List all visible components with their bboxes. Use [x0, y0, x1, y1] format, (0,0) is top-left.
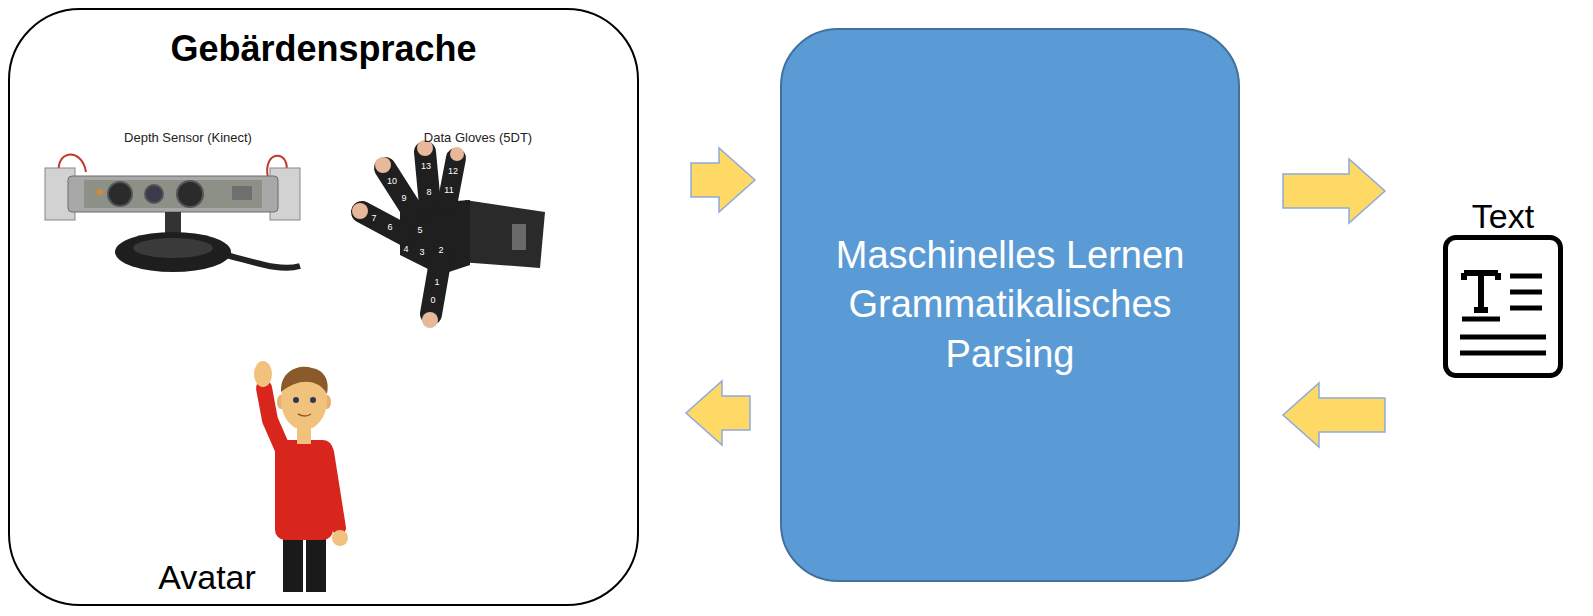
fingertip	[450, 147, 464, 161]
block-arrow	[1283, 383, 1385, 447]
sensor-chip	[232, 186, 252, 200]
document-line	[1495, 273, 1501, 280]
sensor-number: 6	[387, 222, 392, 232]
sensor-number: 3	[419, 247, 424, 257]
icon-label: Text	[1472, 196, 1534, 237]
sensor-led	[97, 189, 103, 195]
avatar-caption: Avatar	[158, 558, 256, 597]
glove-cuff	[460, 200, 545, 268]
sensor-number: 5	[417, 225, 422, 235]
document-line	[1478, 273, 1484, 310]
glove-finger	[385, 168, 415, 215]
avatar-hand	[254, 361, 272, 387]
avatar-leg	[283, 532, 303, 592]
avatar-arm	[264, 388, 284, 452]
glove-tag	[512, 224, 526, 250]
sensor-number: 11	[444, 185, 453, 195]
fingertip	[375, 157, 391, 173]
sensor-number: 10	[387, 176, 397, 186]
document-icon: Text	[1443, 235, 1563, 378]
avatar-leg	[306, 532, 326, 592]
document-line	[1474, 307, 1488, 313]
fingertip	[352, 203, 368, 219]
sensor-base-top	[133, 238, 213, 258]
sensor-board	[84, 180, 262, 208]
glove-thumb	[431, 262, 440, 314]
sensor-number: 9	[401, 193, 406, 203]
group-panel: Gebärdensprache	[8, 8, 639, 606]
fingertip	[422, 312, 438, 328]
panel-heading: Gebärdensprache	[10, 27, 637, 70]
document-line	[1460, 351, 1546, 356]
avatar-hair	[281, 367, 328, 394]
avatar-arm	[327, 452, 339, 528]
glove-finger	[447, 158, 456, 205]
sensor-number: 2	[438, 245, 443, 255]
sensor-number: 8	[426, 187, 431, 197]
sensor-base	[115, 232, 231, 272]
avatar-eye	[293, 397, 299, 403]
block-arrow	[686, 381, 750, 445]
kinect-sensor	[45, 155, 300, 272]
sensor-number: 13	[421, 161, 431, 171]
fingertip	[417, 140, 433, 156]
process-box: Maschinelles Lernen Grammatikalisches Pa…	[780, 28, 1240, 582]
document-glyph	[1460, 273, 1546, 353]
document-glyph	[1448, 240, 1558, 373]
sensor-cable	[222, 254, 300, 268]
sensor-lens	[108, 182, 132, 206]
sensor-lens	[177, 181, 203, 207]
document-line	[1461, 273, 1467, 280]
document-line	[1510, 290, 1542, 295]
device-caption: Data Gloves (5DT)	[424, 131, 532, 146]
glove-finger	[425, 152, 430, 205]
sensor-number: 12	[448, 166, 458, 176]
sensor-number: 4	[403, 244, 408, 254]
document-line	[1462, 317, 1500, 322]
sensor-bar	[68, 176, 278, 212]
box-text: Maschinelles Lernen Grammatikalisches Pa…	[802, 231, 1218, 379]
document-line	[1460, 335, 1546, 340]
sensor-number: 0	[430, 295, 435, 305]
glove-finger	[362, 212, 405, 235]
data-glove	[352, 140, 545, 328]
document-line	[1510, 274, 1542, 279]
avatar-figure	[254, 361, 348, 592]
block-arrow	[691, 148, 755, 212]
device-caption: Depth Sensor (Kinect)	[124, 131, 252, 146]
sensor-lens	[145, 185, 163, 203]
sensor-number: 7	[371, 213, 376, 223]
document-line	[1510, 306, 1542, 311]
avatar-mouth	[298, 414, 311, 416]
avatar-hand	[332, 530, 348, 546]
block-arrow	[1283, 159, 1385, 223]
avatar-eye	[310, 397, 316, 403]
sensor-number: 1	[434, 277, 439, 287]
